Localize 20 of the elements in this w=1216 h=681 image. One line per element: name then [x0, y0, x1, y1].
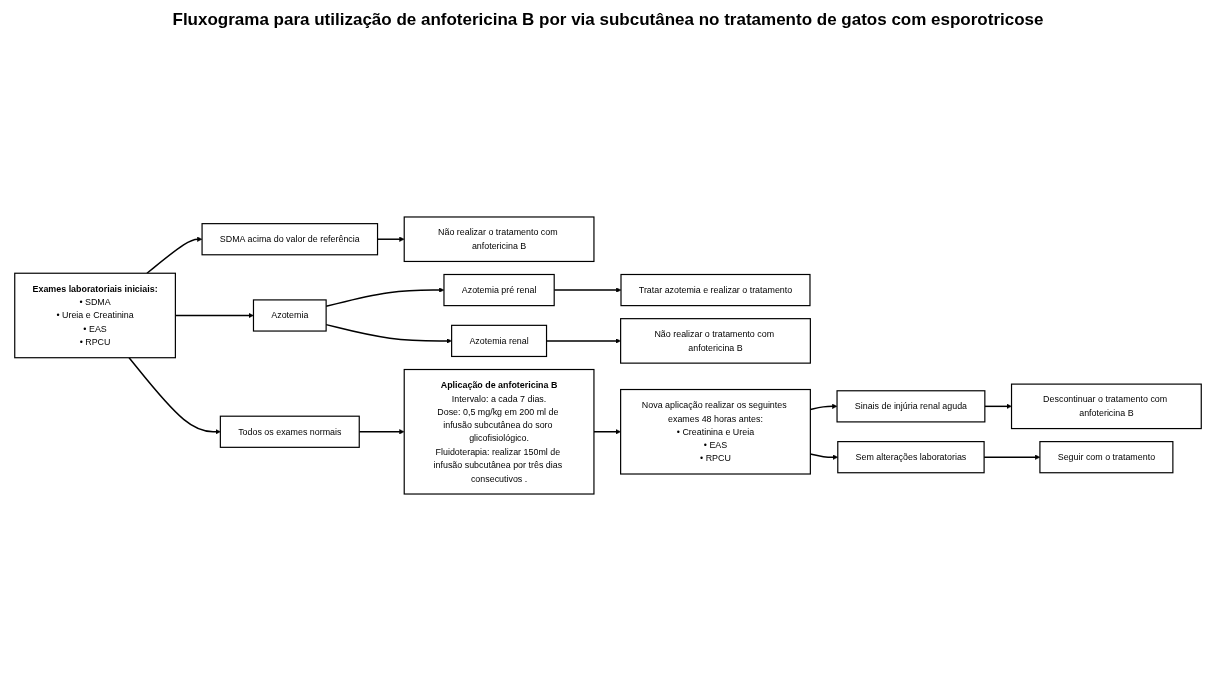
- node-box: Azotemia: [252, 299, 327, 332]
- arrow: [146, 236, 203, 274]
- arrow: [128, 357, 221, 435]
- node-box: Tratar azotemia e realizar o tratamento: [620, 273, 811, 307]
- node-box: Exames laboratoriais iniciais: • SDMA • Ureia e Creatinina • EAS • RPCU: [14, 272, 176, 359]
- node-box: SDMA acima do valor de referência: [201, 223, 379, 256]
- node-box: Nova aplicação realizar os seguintes exames 48 horas antes: • Creatinina e Ureia • EAS • RPCU: [620, 388, 811, 475]
- node-box: Descontinuar o tratamento com anfotericina B: [1010, 383, 1202, 430]
- node-box: Aplicação de anfotericina B Intervalo: a cada 7 dias. Dose: 0,5 mg/kg em 200 ml de infusão subcutânea do soro glicofisiológico. Fluidoterapia: realizar 150ml de infusão subcutânea por três dias consecutivos .: [403, 368, 595, 495]
- node-box: Azotemia pré renal: [443, 273, 555, 307]
- node-box: Todos os exames normais: [219, 415, 360, 448]
- node-box: Seguir com o tratamento: [1039, 441, 1174, 474]
- diagram-title: Fluxograma para utilização de anfotericina B por via subcutânea no tratamento de gatos com esporotricose: [171, 10, 1045, 30]
- node-box: Não realizar o tratamento com anfotericina B: [620, 318, 811, 364]
- node-box: Sinais de injúria renal aguda: [836, 390, 986, 423]
- node-box: Azotemia renal: [451, 324, 548, 358]
- arrow: [593, 429, 621, 435]
- arrow: [984, 403, 1012, 409]
- node-box: Sem alterações laboratorias: [837, 441, 985, 474]
- node-box: Não realizar o tratamento com anfotericina B: [403, 216, 595, 263]
